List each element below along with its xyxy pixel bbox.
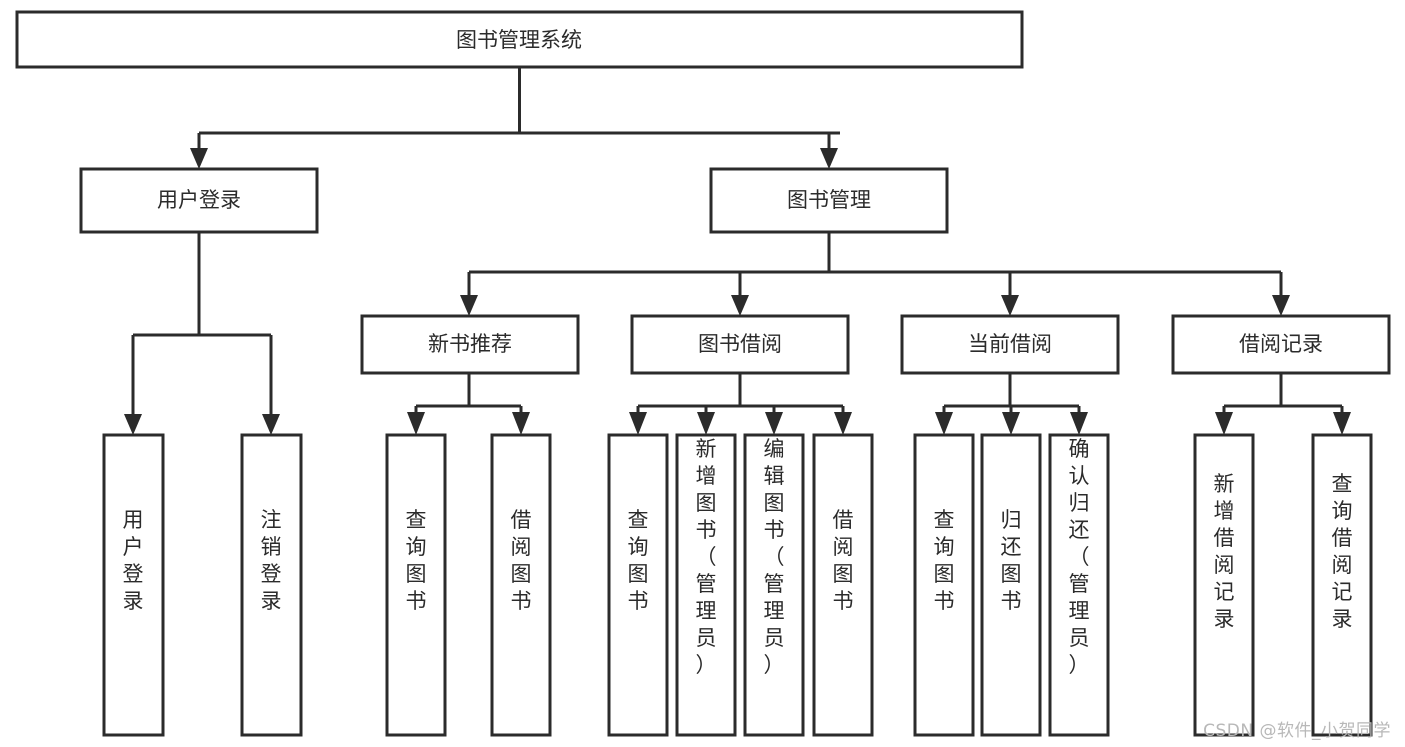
- node-root[interactable]: 图书管理系统: [15, 10, 1024, 69]
- node-leaf-11[interactable]: 确认归还（管理员）: [1048, 433, 1110, 737]
- arrowhead-current-borrow: [1001, 295, 1019, 316]
- arrowhead-book-borrow: [731, 295, 749, 316]
- node-leaf-2[interactable]: 注销登录: [240, 433, 303, 737]
- arrowhead-leaf-6: [697, 412, 715, 435]
- node-leaf-6-label: 新增图书（管理员）: [696, 437, 717, 677]
- node-leaf-13-label: 查询借阅记录: [1332, 472, 1353, 631]
- node-leaf-12-box[interactable]: [1193, 433, 1255, 737]
- node-book-manage-box[interactable]: [709, 167, 949, 234]
- node-leaf-12-label: 新增借阅记录: [1214, 472, 1235, 631]
- arrowhead-book-manage: [820, 148, 838, 169]
- node-leaf-7-label: 编辑图书（管理员）: [764, 437, 785, 677]
- node-new-book-rec[interactable]: 新书推荐: [360, 314, 580, 375]
- node-leaf-5[interactable]: 查询图书: [607, 433, 669, 737]
- node-leaf-13-box[interactable]: [1311, 433, 1373, 737]
- node-leaf-1-label: 用户登录: [123, 508, 144, 613]
- node-current-borrow-box[interactable]: [900, 314, 1120, 375]
- arrowhead-leaf-1: [124, 414, 142, 435]
- node-book-borrow-box[interactable]: [630, 314, 850, 375]
- node-new-book-rec-box[interactable]: [360, 314, 580, 375]
- node-leaf-11-box[interactable]: [1048, 433, 1110, 737]
- node-leaf-8[interactable]: 借阅图书: [812, 433, 874, 737]
- node-current-borrow-label: 当前借阅: [968, 332, 1052, 356]
- node-leaf-1[interactable]: 用户登录: [102, 433, 165, 737]
- arrowhead-leaf-12: [1215, 412, 1233, 435]
- node-leaf-6-box[interactable]: [675, 433, 737, 737]
- node-borrow-record-box[interactable]: [1171, 314, 1391, 375]
- arrowhead-leaf-2: [262, 414, 280, 435]
- arrowhead-leaf-7: [765, 412, 783, 435]
- arrowhead-leaf-10: [1002, 412, 1020, 435]
- node-user-login-label: 用户登录: [157, 188, 241, 212]
- node-current-borrow[interactable]: 当前借阅: [900, 314, 1120, 375]
- node-leaf-3[interactable]: 查询图书: [385, 433, 447, 737]
- arrowhead-user-login: [190, 148, 208, 169]
- arrowhead-new-book-rec: [460, 295, 478, 316]
- arrowhead-leaf-11: [1070, 412, 1088, 435]
- node-leaf-3-label: 查询图书: [406, 508, 427, 613]
- node-leaf-1-box[interactable]: [102, 433, 165, 737]
- node-root-box[interactable]: [15, 10, 1024, 69]
- node-leaf-12[interactable]: 新增借阅记录: [1193, 433, 1255, 737]
- node-leaf-9[interactable]: 查询图书: [913, 433, 975, 737]
- arrowhead-leaf-3: [407, 412, 425, 435]
- node-user-login[interactable]: 用户登录: [79, 167, 319, 234]
- connector-group: [124, 67, 1351, 435]
- arrowhead-leaf-9: [935, 412, 953, 435]
- node-leaf-10-box[interactable]: [980, 433, 1042, 737]
- node-leaf-8-box[interactable]: [812, 433, 874, 737]
- node-leaf-3-box[interactable]: [385, 433, 447, 737]
- node-borrow-record[interactable]: 借阅记录: [1171, 314, 1391, 375]
- node-user-login-box[interactable]: [79, 167, 319, 234]
- node-leaf-2-label: 注销登录: [261, 508, 282, 613]
- node-leaf-5-box[interactable]: [607, 433, 669, 737]
- node-leaf-10[interactable]: 归还图书: [980, 433, 1042, 737]
- node-book-manage[interactable]: 图书管理: [709, 167, 949, 234]
- arrowhead-leaf-4: [512, 412, 530, 435]
- node-leaf-9-box[interactable]: [913, 433, 975, 737]
- node-root-label: 图书管理系统: [456, 28, 582, 52]
- node-leaf-9-label: 查询图书: [934, 508, 955, 613]
- arrowhead-leaf-8: [834, 412, 852, 435]
- node-leaf-4-label: 借阅图书: [511, 508, 532, 613]
- node-borrow-record-label: 借阅记录: [1239, 332, 1323, 356]
- node-leaf-7[interactable]: 编辑图书（管理员）: [743, 433, 805, 737]
- node-leaf-4[interactable]: 借阅图书: [490, 433, 552, 737]
- arrowhead-borrow-record: [1272, 295, 1290, 316]
- node-leaf-11-label: 确认归还（管理员）: [1069, 437, 1090, 677]
- node-leaf-8-label: 借阅图书: [833, 508, 854, 613]
- node-leaf-4-box[interactable]: [490, 433, 552, 737]
- node-leaf-5-label: 查询图书: [628, 508, 649, 613]
- arrowhead-leaf-5: [629, 412, 647, 435]
- node-book-borrow-label: 图书借阅: [698, 332, 782, 356]
- node-book-manage-label: 图书管理: [787, 188, 871, 212]
- node-leaf-10-label: 归还图书: [1001, 508, 1022, 613]
- node-book-borrow[interactable]: 图书借阅: [630, 314, 850, 375]
- node-leaf-7-box[interactable]: [743, 433, 805, 737]
- node-leaf-2-box[interactable]: [240, 433, 303, 737]
- arrowhead-leaf-13: [1333, 412, 1351, 435]
- node-new-book-rec-label: 新书推荐: [428, 332, 512, 356]
- node-leaf-6[interactable]: 新增图书（管理员）: [675, 433, 737, 737]
- node-leaf-13[interactable]: 查询借阅记录: [1311, 433, 1373, 737]
